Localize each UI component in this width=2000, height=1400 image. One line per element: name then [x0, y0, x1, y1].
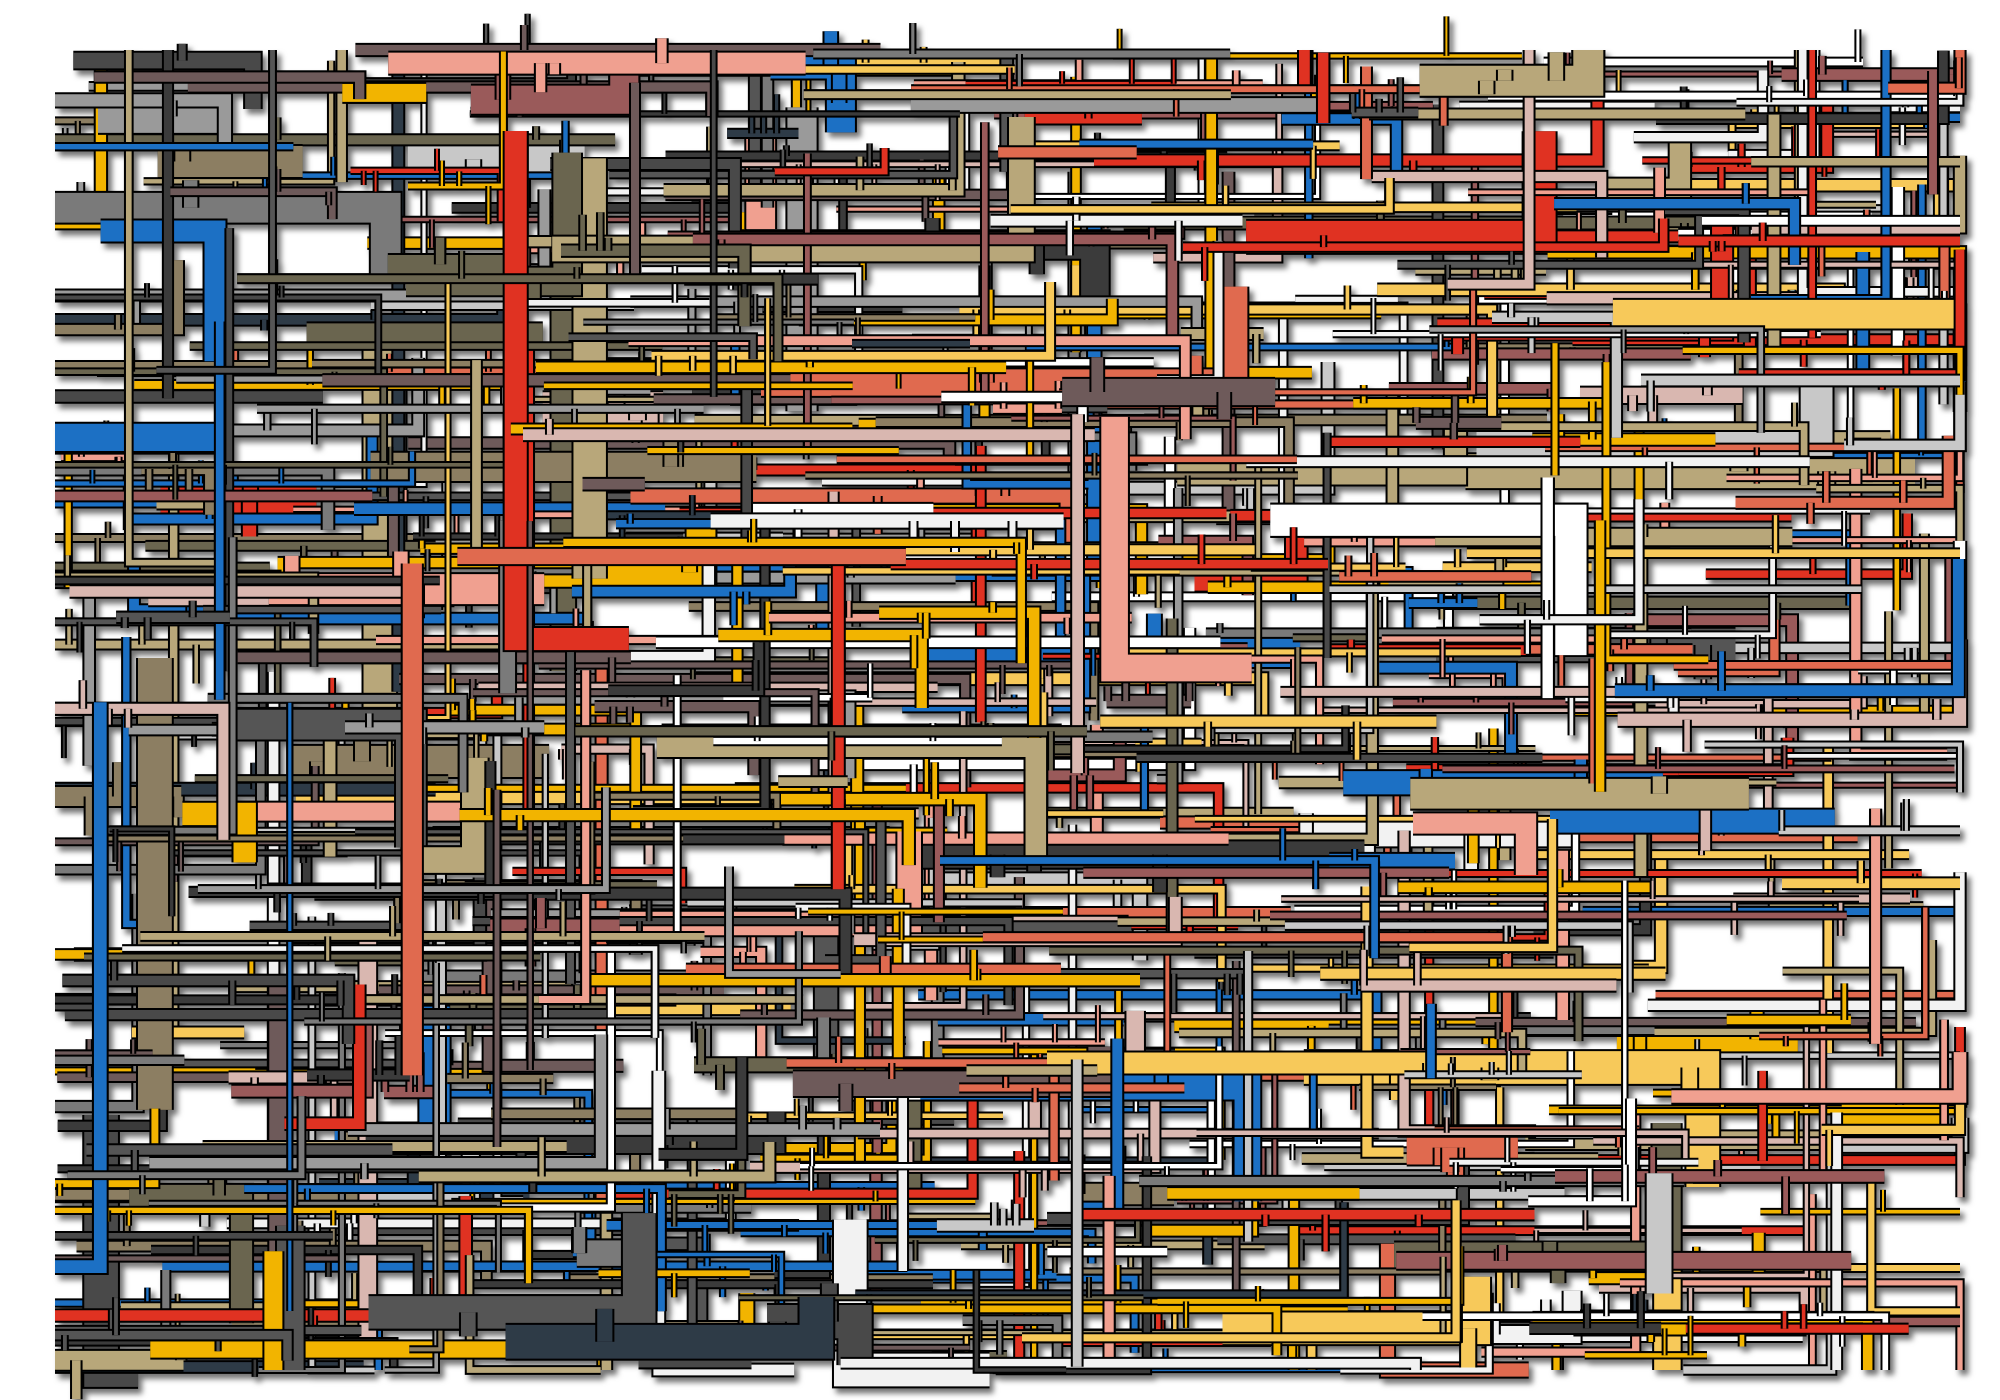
pipe: [724, 866, 841, 979]
pipe: [368, 1213, 658, 1331]
pipe: [55, 260, 185, 337]
pipe: [692, 232, 1180, 338]
pipe: [1179, 1027, 1528, 1074]
pipe: [874, 1219, 1142, 1244]
pipe: [879, 605, 1042, 738]
pipe: [148, 1199, 502, 1273]
pipe: [55, 1205, 534, 1284]
pipe: [1479, 499, 1645, 626]
pipe: [464, 1255, 601, 1375]
pipe: [1371, 169, 1609, 258]
pipe: [563, 536, 1027, 664]
pipe: [1614, 559, 1966, 699]
pipe: [1072, 1038, 1125, 1215]
pipe: [581, 791, 782, 840]
pipe: [94, 70, 367, 100]
pipe: [1816, 483, 1965, 541]
pipe: [1528, 1098, 1638, 1208]
pipe: [1183, 218, 1670, 253]
pipe: [1010, 178, 1395, 215]
pipe: [538, 670, 592, 1006]
pipe: [940, 855, 1380, 959]
pipe: [700, 945, 768, 1064]
pipe: [1844, 381, 1967, 453]
pipe: [129, 1182, 255, 1324]
pipe: [1671, 1052, 1969, 1105]
pipe: [658, 1057, 749, 1161]
pipe: [143, 60, 336, 186]
pipe: [1049, 945, 1584, 1042]
pipe: [1704, 740, 1965, 793]
pipe: [840, 1356, 1422, 1370]
pipe: [109, 825, 176, 917]
pipe: [1656, 50, 1950, 125]
pipe: [1422, 1311, 1891, 1370]
pipe: [1602, 546, 1777, 640]
pipe: [875, 416, 1295, 528]
pipe: [237, 273, 784, 362]
pipe: [55, 1108, 161, 1190]
pipe: [1782, 966, 1905, 1105]
pipes-layer: [55, 13, 1970, 1400]
pipe: [418, 1142, 777, 1184]
pipe: [767, 1302, 874, 1366]
pipe: [1759, 907, 1930, 1041]
pipe: [1177, 1070, 1279, 1205]
pipe: [1022, 1200, 1462, 1344]
pipe: [800, 1046, 1224, 1171]
pipe: [1619, 1278, 1965, 1370]
pipe: [1158, 534, 1255, 596]
pipe: [1409, 819, 1559, 954]
pipe: [774, 148, 890, 177]
pipe: [651, 282, 1057, 362]
pipe: [1153, 148, 1284, 264]
pipe: [1796, 50, 1960, 298]
pipe: [421, 757, 490, 875]
pipe: [1647, 872, 1967, 1012]
pipe: [568, 332, 758, 360]
pipe: [55, 702, 109, 1275]
pipe: [1447, 50, 1536, 291]
pipe: [207, 692, 469, 793]
pipe: [123, 50, 214, 568]
pipe: [959, 303, 1499, 419]
pipe: [100, 218, 228, 362]
pipe: [384, 962, 441, 1374]
pipe: [55, 1328, 294, 1361]
pipe: [1429, 325, 1766, 433]
pipe: [1270, 502, 1589, 656]
pipe: [409, 1173, 445, 1354]
pipe: [170, 186, 338, 220]
pipe: [1397, 207, 1705, 270]
pipe: [156, 50, 277, 375]
pipe: [561, 243, 752, 327]
pipe: [972, 1270, 1067, 1374]
pipe: [1099, 416, 1252, 684]
pipe: [197, 787, 611, 895]
pipe: [1196, 1128, 1690, 1159]
pipe: [831, 1219, 990, 1389]
pipe: [284, 984, 367, 1131]
pipe: [1593, 1136, 1965, 1198]
pipe: [1246, 131, 1558, 255]
pipe: [1413, 811, 1539, 875]
pipe: [122, 944, 660, 1038]
pipe: [1294, 820, 1581, 915]
pipe: [656, 734, 1049, 864]
pipe: [688, 601, 1100, 721]
pipe: [502, 131, 629, 653]
pipe: [962, 1314, 1064, 1370]
pipe: [855, 1202, 1349, 1299]
pipe: [630, 295, 1204, 339]
pipe: [718, 627, 929, 708]
pipe: [1419, 50, 1606, 98]
pipe: [182, 800, 258, 863]
pipe: [630, 487, 1076, 542]
pipe: [304, 931, 803, 1026]
